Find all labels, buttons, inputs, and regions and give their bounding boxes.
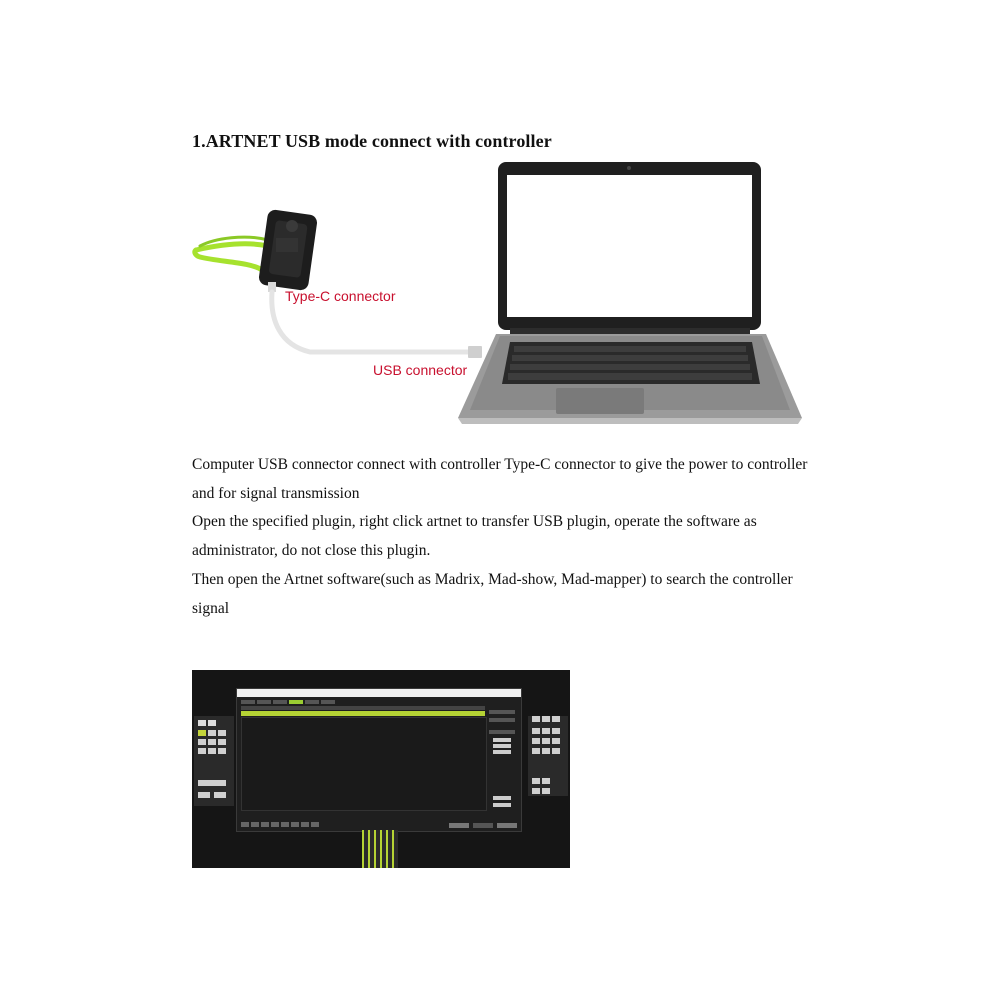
dialog-ok-button — [449, 823, 469, 828]
paragraph-power: Computer USB connector connect with cont… — [192, 456, 808, 502]
software-screenshot — [192, 670, 570, 868]
lanyard-icon — [192, 235, 271, 273]
device-table — [241, 717, 487, 811]
artnet-dialog — [236, 688, 522, 832]
page-heading: 1.ARTNET USB mode connect with controlle… — [192, 131, 552, 151]
stage-graphic — [362, 830, 398, 868]
dialog-tabs — [241, 700, 335, 704]
left-panel — [194, 716, 234, 806]
usb-connector-label: USB connector — [373, 362, 468, 378]
dialog-apply-button — [497, 823, 517, 828]
connection-illustration — [192, 162, 802, 424]
laptop-icon — [458, 162, 802, 424]
paragraph-search: Then open the Artnet software(such as Ma… — [192, 571, 793, 617]
dialog-side-controls — [489, 706, 517, 824]
dialog-footer-buttons — [241, 822, 319, 827]
table-row-selected — [241, 711, 485, 716]
type-c-connector-label: Type-C connector — [285, 288, 396, 304]
dialog-titlebar — [237, 689, 521, 697]
dialog-cancel-button — [473, 823, 493, 828]
paragraph-plugin: Open the specified plugin, right click a… — [192, 513, 757, 559]
usb-cable-icon — [268, 282, 482, 358]
table-header — [241, 706, 485, 710]
right-panel — [528, 716, 568, 796]
controller-device-icon — [258, 209, 318, 291]
